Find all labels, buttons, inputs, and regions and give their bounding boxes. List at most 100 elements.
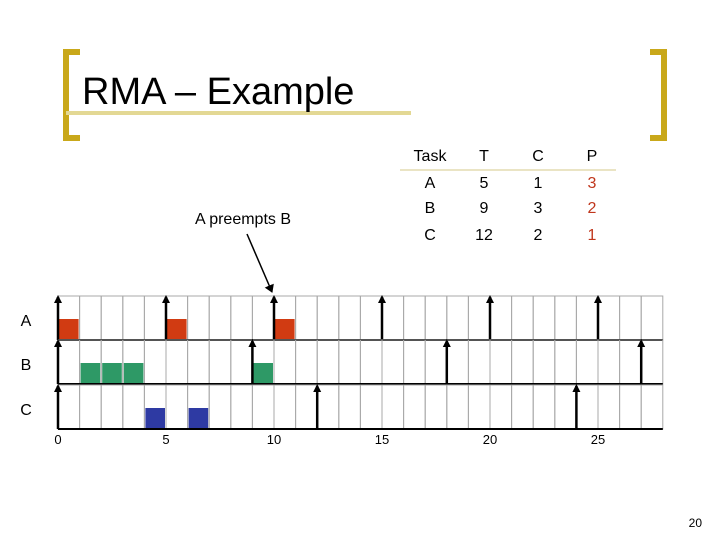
grid-cell — [122, 384, 145, 430]
task-table: Task T C P A 5 1 3 B 9 3 2 C 1 2 2 1 — [400, 148, 616, 244]
grid-cell — [403, 384, 426, 430]
grid-cell — [187, 295, 210, 341]
table-cell: C — [424, 227, 436, 244]
arrival-arrowhead — [162, 295, 170, 303]
table-header-c: C — [532, 148, 544, 165]
grid-cell — [295, 295, 318, 341]
grid-cell — [208, 339, 232, 385]
grid-cell — [316, 339, 340, 385]
grid-cell — [489, 384, 513, 430]
grid-cell — [467, 339, 491, 385]
grid-cell — [165, 339, 189, 385]
time-tick-label: 0 — [54, 432, 61, 447]
arrival-arrowhead — [378, 295, 386, 303]
arrival-arrowhead — [572, 384, 581, 392]
table-cell: B — [425, 200, 436, 217]
arrival-arrowhead — [486, 295, 494, 303]
grid-cell — [122, 295, 145, 341]
execution-block — [102, 363, 122, 383]
grid-cell — [230, 295, 253, 341]
table-cell: 9 — [480, 200, 489, 217]
grid-cell — [381, 339, 405, 385]
page-number: 20 — [689, 516, 703, 530]
grid-cell — [554, 339, 577, 385]
task-row-label: C — [20, 402, 32, 419]
table-row-c: C 12 2 1 — [424, 227, 596, 244]
arrival-arrowhead — [313, 384, 322, 392]
grid-cell — [619, 384, 642, 430]
execution-block — [145, 408, 165, 428]
table-header-p: P — [587, 148, 598, 165]
grid-cell — [640, 295, 664, 341]
grid-cell — [208, 295, 232, 341]
table-cell-priority: 2 — [588, 200, 597, 217]
slide-title: RMA – Example — [82, 71, 354, 113]
grid-cell — [532, 384, 556, 430]
table-row-a: A 5 1 3 — [425, 175, 597, 192]
task-row-label: B — [21, 357, 32, 374]
table-cell: 1 — [534, 175, 543, 192]
grid-cell — [597, 339, 621, 385]
execution-block — [80, 363, 101, 383]
right-bracket — [650, 49, 667, 141]
grid-cell — [359, 384, 383, 430]
grid-cell — [640, 384, 664, 430]
table-cell: 5 — [480, 175, 489, 192]
grid-cell — [424, 295, 448, 341]
grid-cell — [511, 295, 534, 341]
preempt-annotation-arrow — [246, 233, 274, 293]
grid-cell — [489, 339, 513, 385]
grid-cell — [273, 384, 297, 430]
grid-cell — [100, 295, 124, 341]
grid-cell — [338, 339, 361, 385]
grid-cell — [208, 384, 232, 430]
grid-cell — [446, 295, 469, 341]
grid-cell — [381, 384, 405, 430]
table-header-task: Task — [414, 148, 448, 165]
grid-cell — [532, 295, 556, 341]
grid-cell — [619, 295, 642, 341]
arrival-arrowhead — [442, 339, 451, 347]
grid-cell — [424, 384, 448, 430]
grid-cell — [511, 384, 534, 430]
grid-cell — [79, 384, 102, 430]
execution-block — [167, 319, 187, 339]
grid-cell — [338, 295, 361, 341]
execution-block — [59, 319, 79, 339]
title-underline — [66, 111, 411, 115]
arrival-arrowhead — [54, 384, 62, 392]
grid-cell — [316, 295, 340, 341]
time-tick-label: 25 — [591, 432, 605, 447]
grid-cell — [273, 339, 297, 385]
execution-block — [253, 363, 273, 383]
arrival-arrowhead — [637, 339, 646, 347]
grid-cell — [338, 384, 361, 430]
table-cell-priority: 1 — [588, 227, 597, 244]
arrival-arrowhead — [54, 295, 62, 303]
table-cell: 2 — [534, 227, 543, 244]
table-cell: 3 — [534, 200, 543, 217]
grid-cell — [403, 295, 426, 341]
grid-cell — [511, 339, 534, 385]
time-tick-label: 10 — [267, 432, 281, 447]
grid-cell — [554, 295, 577, 341]
execution-block — [188, 408, 209, 428]
time-tick-label: 20 — [483, 432, 497, 447]
task-row-label: A — [21, 313, 32, 330]
table-row-b: B 9 3 2 — [425, 200, 597, 217]
table-cell-priority: 3 — [588, 175, 597, 192]
grid-cell — [143, 339, 167, 385]
table-header-t: T — [479, 148, 489, 165]
grid-cell — [575, 339, 599, 385]
grid-cell — [100, 384, 124, 430]
grid-cell — [597, 384, 621, 430]
preempt-annotation: A preempts B — [195, 211, 291, 228]
grid-cell — [187, 339, 210, 385]
arrival-arrowhead — [54, 339, 62, 347]
grid-cell — [403, 339, 426, 385]
table-header-row: Task T C P — [414, 148, 598, 165]
arrival-arrowhead — [248, 339, 257, 347]
grid-cell — [446, 384, 469, 430]
